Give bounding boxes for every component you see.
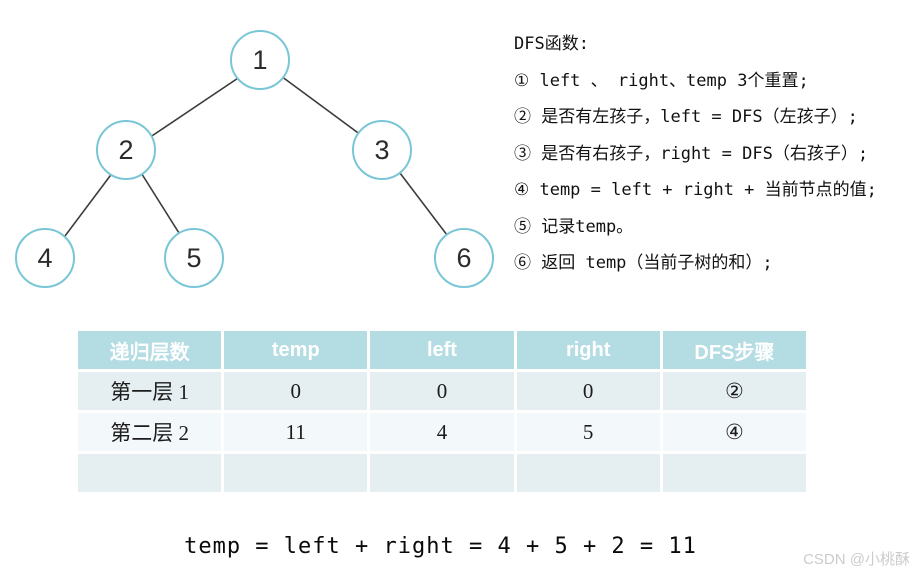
cell-right bbox=[513, 451, 663, 495]
dfs-step-1: ① left 、 right、temp 3个重置; bbox=[514, 70, 809, 91]
cell-level bbox=[74, 451, 225, 495]
tree-node-5: 5 bbox=[164, 228, 224, 288]
cell-right: 0 bbox=[513, 369, 663, 413]
col-header-temp: temp bbox=[221, 328, 371, 372]
cell-left: 4 bbox=[367, 410, 517, 454]
dfs-steps-panel: DFS函数: ① left 、 right、temp 3个重置; ② 是否有左孩… bbox=[514, 26, 918, 282]
temp-formula: temp = left + right = 4 + 5 + 2 = 11 bbox=[184, 534, 697, 559]
cell-temp bbox=[221, 451, 371, 495]
dfs-step-3: ③ 是否有右孩子，right = DFS（右孩子）; bbox=[514, 143, 869, 164]
cell-right: 5 bbox=[513, 410, 663, 454]
table-header-row: 递归层数 temp left right DFS步骤 bbox=[74, 328, 810, 372]
cell-level: 第一层 1 bbox=[74, 369, 225, 413]
cell-dfs-step bbox=[659, 451, 810, 495]
dfs-step-4: ④ temp = left + right + 当前节点的值; bbox=[514, 180, 877, 200]
cell-left bbox=[367, 451, 517, 495]
table-row: 第一层 1 0 0 0 ② bbox=[74, 369, 810, 413]
col-header-recursion-level: 递归层数 bbox=[74, 328, 225, 372]
cell-temp: 0 bbox=[221, 369, 371, 413]
col-header-dfs-step: DFS步骤 bbox=[659, 328, 810, 372]
csdn-watermark: CSDN @小桃酥 bbox=[803, 551, 910, 568]
cell-left: 0 bbox=[367, 369, 517, 413]
dfs-step-6: ⑥ 返回 temp（当前子树的和）; bbox=[514, 253, 773, 273]
dfs-panel-title: DFS函数: bbox=[514, 34, 589, 54]
tree-node-1: 1 bbox=[230, 30, 290, 90]
cell-dfs-step: ② bbox=[659, 369, 810, 413]
tree-node-4: 4 bbox=[15, 228, 75, 288]
col-header-right: right bbox=[513, 328, 663, 372]
col-header-left: left bbox=[367, 328, 517, 372]
binary-tree-diagram: 1 2 3 4 5 6 bbox=[0, 0, 510, 310]
tree-node-2: 2 bbox=[96, 120, 156, 180]
recursion-table: 递归层数 temp left right DFS步骤 第一层 1 0 0 0 ②… bbox=[74, 328, 810, 495]
dfs-step-5: ⑤ 记录temp。 bbox=[514, 216, 634, 237]
cell-dfs-step: ④ bbox=[659, 410, 810, 454]
table-row-empty bbox=[74, 451, 810, 495]
tree-node-6: 6 bbox=[434, 228, 494, 288]
table-row: 第二层 2 11 4 5 ④ bbox=[74, 410, 810, 454]
dfs-step-2: ② 是否有左孩子，left = DFS（左孩子）; bbox=[514, 107, 858, 127]
cell-temp: 11 bbox=[221, 410, 371, 454]
tree-node-3: 3 bbox=[352, 120, 412, 180]
cell-level: 第二层 2 bbox=[74, 410, 225, 454]
